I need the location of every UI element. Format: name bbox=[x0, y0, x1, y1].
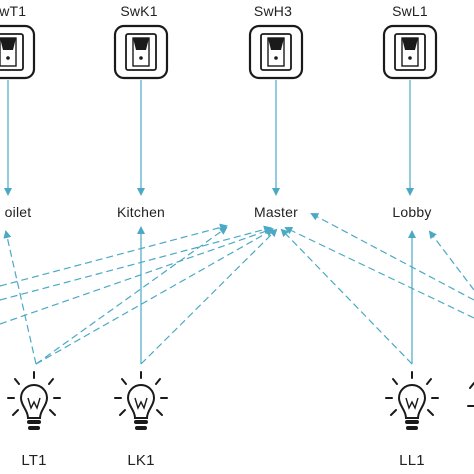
light-label-ll1: LL1 bbox=[399, 452, 425, 469]
lightbulb-icon-ll1 bbox=[385, 371, 439, 430]
switch-label-swl1: SwL1 bbox=[392, 3, 428, 19]
switches-layer bbox=[0, 24, 438, 80]
edge-lt1-master bbox=[35, 229, 274, 365]
light-label-lk1: LK1 bbox=[127, 452, 155, 469]
switch-swt1 bbox=[0, 24, 36, 80]
light-label-lt1: LT1 bbox=[21, 452, 47, 469]
edge-right1-lobby bbox=[428, 230, 474, 291]
edge-lt1-toilet bbox=[3, 230, 37, 365]
edge-left3-master bbox=[0, 227, 274, 325]
edges-layer bbox=[0, 80, 474, 365]
edge-right3-master bbox=[284, 226, 474, 319]
lightbulb-icon-partial bbox=[467, 382, 474, 407]
lightbulb-icon-lt1 bbox=[7, 371, 61, 430]
edge-right2-master bbox=[310, 213, 474, 301]
edge-lk1-master bbox=[140, 228, 278, 365]
room-label-kitchen: Kitchen bbox=[116, 204, 166, 220]
bulbs-layer bbox=[7, 371, 474, 430]
edge-ll1-master bbox=[280, 228, 413, 365]
switch-label-swt1: SwT1 bbox=[0, 3, 27, 19]
switch-label-swh3: SwH3 bbox=[253, 3, 293, 19]
room-label-lobby: Lobby bbox=[392, 204, 432, 220]
edge-left1-kitchen bbox=[0, 223, 228, 287]
room-label-toilet: oilet bbox=[4, 204, 32, 220]
switch-swh3 bbox=[248, 24, 304, 80]
edge-left2-master bbox=[0, 225, 272, 301]
switch-swl1 bbox=[382, 24, 438, 80]
edge-lt1-kitchen bbox=[35, 226, 228, 365]
lightbulb-icon-lk1 bbox=[114, 371, 168, 430]
room-label-master: Master bbox=[254, 204, 298, 220]
switch-label-swk1: SwK1 bbox=[120, 3, 158, 19]
switch-swk1 bbox=[113, 24, 169, 80]
